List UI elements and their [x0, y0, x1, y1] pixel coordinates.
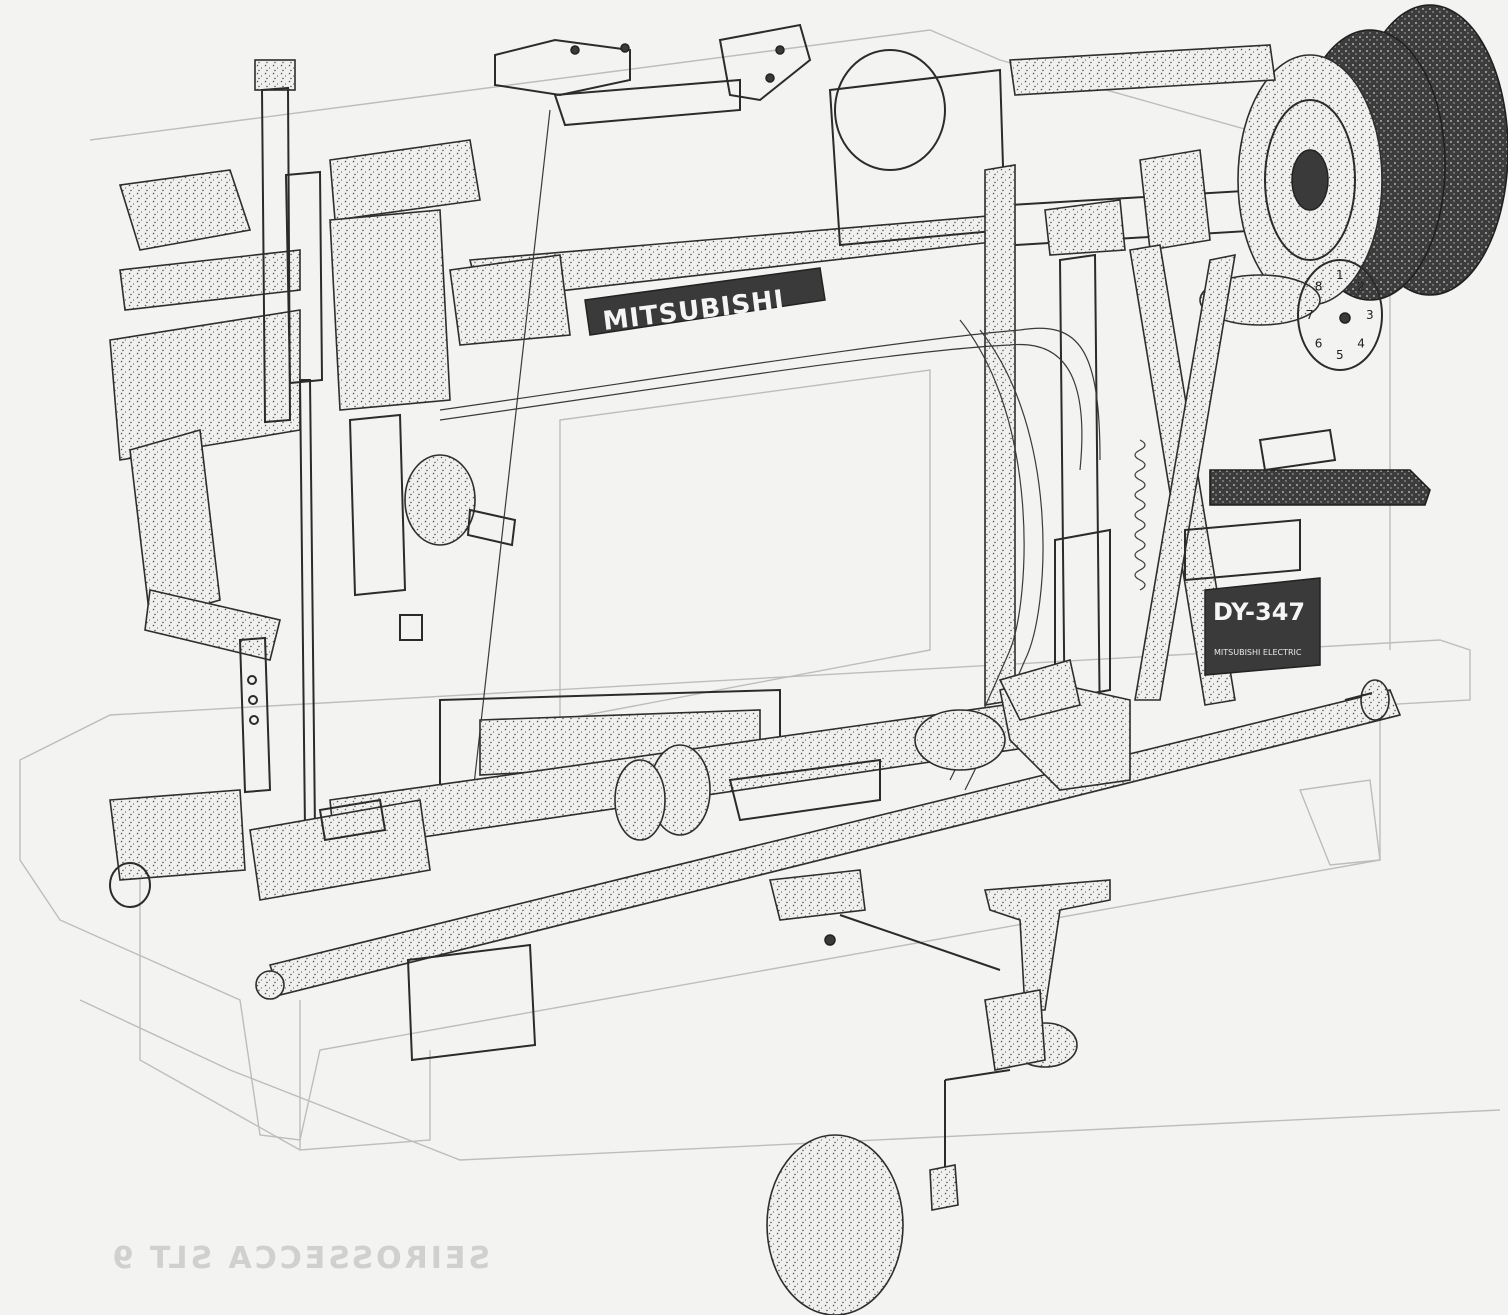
- lower-shaft: [329, 688, 1046, 851]
- front-rod: [255, 679, 1402, 1000]
- dial-number-label: 3: [1366, 308, 1374, 322]
- dial-number-label: 6: [1315, 336, 1323, 350]
- right-bracket: [998, 658, 1131, 791]
- needle-head: [109, 59, 517, 831]
- dial-number-label: 8: [1315, 280, 1323, 294]
- maker-plate-text: MITSUBISHI ELECTRIC: [1214, 648, 1302, 657]
- knee-lever: [766, 869, 1111, 1315]
- feed-plate: [109, 789, 431, 908]
- dial-number-label: 4: [1357, 336, 1365, 350]
- vertical-frame: [984, 164, 1236, 747]
- dial-number-label: 7: [1306, 308, 1314, 322]
- model-plate-text: DY-347: [1213, 598, 1305, 626]
- dial-number-label: 2: [1357, 280, 1365, 294]
- dial-number-label: 1: [1336, 268, 1344, 282]
- table-outline: [19, 29, 1501, 1161]
- model-plate: DY-347 MITSUBISHI ELECTRIC: [1204, 577, 1321, 676]
- tension-spring: [1134, 439, 1146, 591]
- top-bracket: [494, 23, 812, 127]
- dial-number-label: 5: [1336, 348, 1344, 362]
- mirrored-footer-text: SEIROSSECCA SLT 9: [110, 1241, 490, 1276]
- side-handle: [1184, 428, 1431, 582]
- base-block: [406, 943, 537, 1062]
- handwheel: [1237, 4, 1508, 306]
- motor-housing: [828, 44, 1276, 247]
